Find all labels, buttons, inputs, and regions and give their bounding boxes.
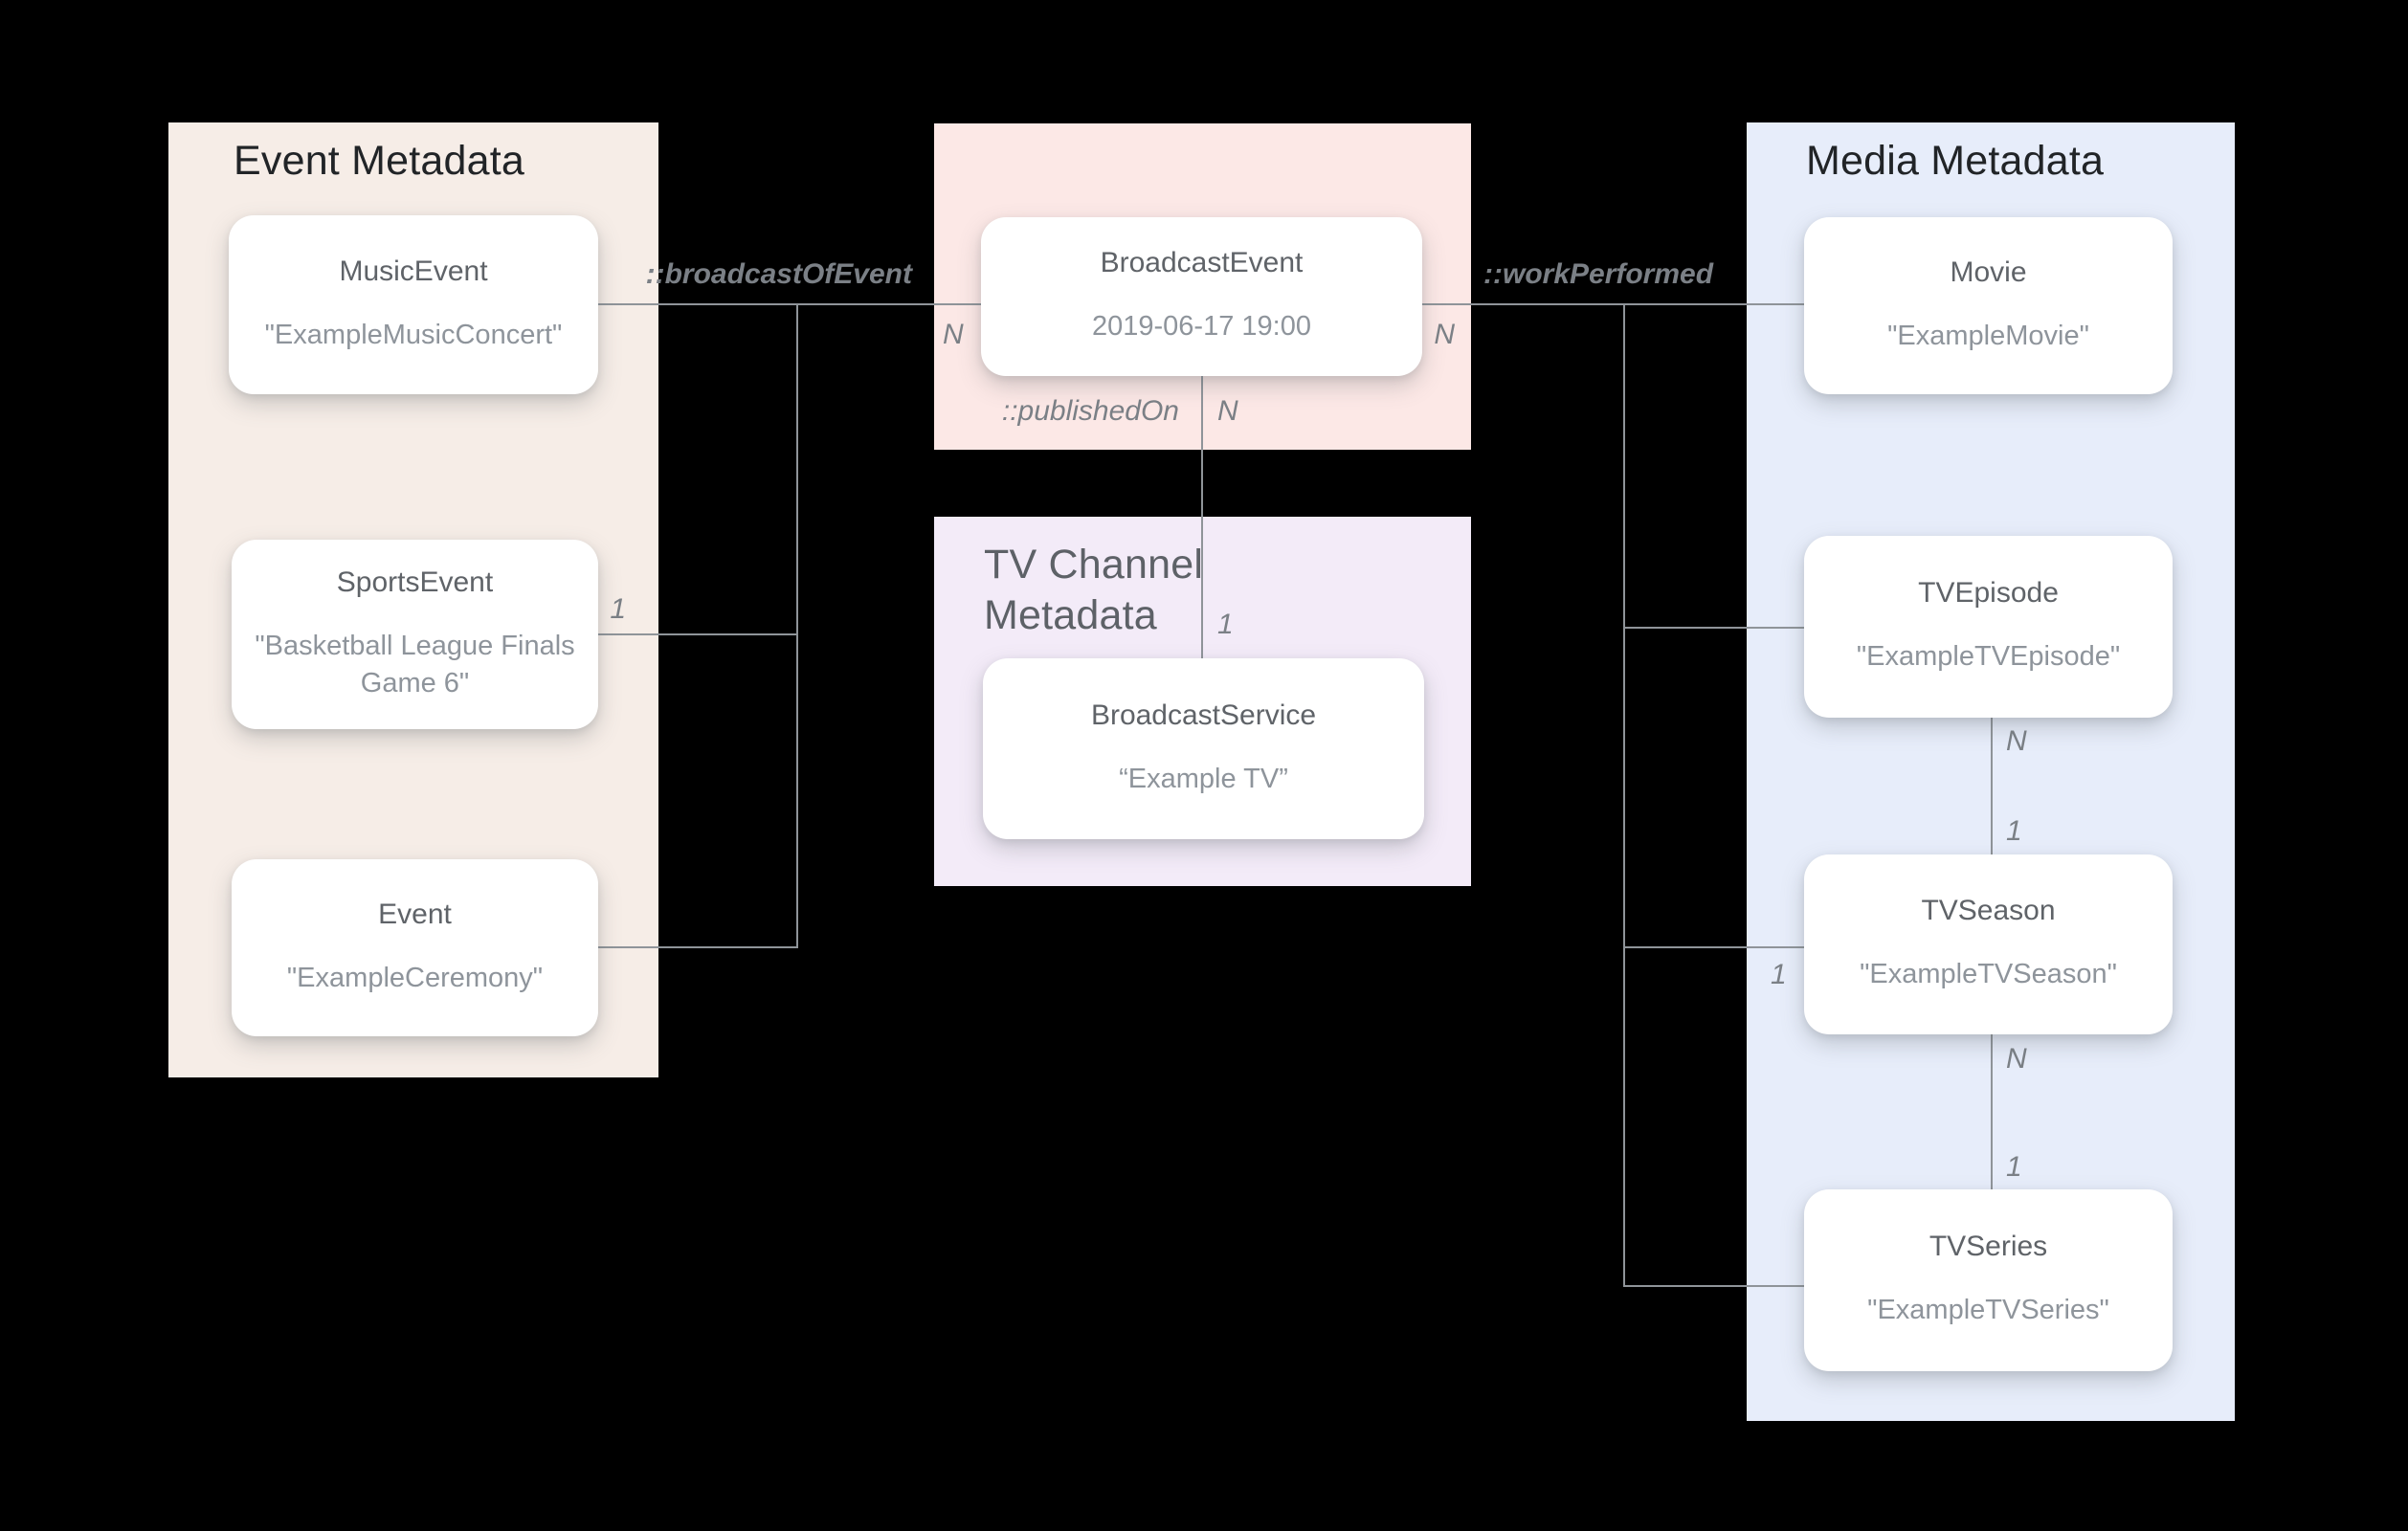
connector-musicevent-broadcastevent [598, 303, 981, 305]
connector-tvseason-tvseries [1991, 1034, 1993, 1189]
node-value: "ExampleMusicConcert" [264, 319, 563, 350]
node-movie: Movie "ExampleMovie" [1804, 217, 2173, 394]
connector-bus-tvseries [1623, 1285, 1804, 1287]
node-title: BroadcastService [1090, 699, 1317, 731]
connector-broadcastevent-broadcastservice [1201, 376, 1203, 658]
node-value: "ExampleTVEpisode" [1856, 641, 2121, 673]
cardinality-publishedon-1: 1 [1217, 609, 1234, 640]
node-music-event: MusicEvent "ExampleMusicConcert" [229, 215, 598, 394]
node-broadcast-event: BroadcastEvent 2019-06-17 19:00 [981, 217, 1422, 376]
node-title: Movie [1950, 255, 2027, 288]
node-title: TVEpisode [1918, 577, 2059, 610]
cardinality-sportsevent-1: 1 [610, 593, 626, 625]
label-published-on: ::publishedOn [1001, 395, 1179, 427]
media-metadata-title: Media Metadata [1806, 138, 2105, 184]
cardinality-publishedon-n: N [1217, 395, 1238, 427]
node-tv-episode: TVEpisode "ExampleTVEpisode" [1804, 536, 2173, 718]
connector-tvepisode-tvseason [1991, 718, 1993, 854]
connector-bus-tvseason [1623, 946, 1804, 948]
node-title: TVSeries [1929, 1231, 2048, 1263]
node-value: "ExampleTVSeries" [1867, 1295, 2109, 1326]
connector-broadcastevent-movie [1422, 303, 1804, 305]
node-title: MusicEvent [339, 255, 488, 287]
node-event: Event "ExampleCeremony" [232, 859, 598, 1036]
node-title: BroadcastEvent [1100, 247, 1304, 279]
node-value: "ExampleMovie" [1887, 320, 2089, 351]
node-value: “Example TV” [1119, 763, 1288, 794]
label-broadcast-of-event: ::broadcastOfEvent [645, 258, 912, 290]
node-value: "Basketball League Finals Game 6" [255, 630, 575, 699]
node-tv-season: TVSeason "ExampleTVSeason" [1804, 854, 2173, 1034]
node-title: Event [378, 898, 452, 930]
node-broadcast-service: BroadcastService “Example TV” [983, 658, 1424, 839]
cardinality-season-series-n: N [2006, 1043, 2027, 1075]
cardinality-season-series-1: 1 [2006, 1151, 2022, 1183]
tv-channel-metadata-title: TV Channel Metadata [984, 542, 1204, 639]
connector-left-vertical-bus [796, 303, 798, 948]
cardinality-episode-season-n: N [2006, 725, 2027, 757]
connector-event-bus [598, 946, 796, 948]
event-metadata-title: Event Metadata [234, 138, 524, 184]
cardinality-broadcastevent-left-n: N [943, 319, 964, 350]
cardinality-tvseason-1: 1 [1771, 959, 1787, 990]
node-value: 2019-06-17 19:00 [1092, 311, 1311, 343]
node-sports-event: SportsEvent "Basketball League Finals Ga… [232, 540, 598, 729]
connector-bus-tvepisode [1623, 627, 1804, 629]
node-title: TVSeason [1921, 895, 2056, 927]
node-value: "ExampleTVSeason" [1860, 959, 2117, 990]
cardinality-episode-season-1: 1 [2006, 815, 2022, 847]
node-value: "ExampleCeremony" [286, 962, 544, 993]
connector-right-vertical-bus [1623, 303, 1625, 1287]
connector-sportsevent-bus [598, 633, 796, 635]
label-work-performed: ::workPerformed [1483, 258, 1714, 290]
node-title: SportsEvent [336, 566, 494, 598]
node-tv-series: TVSeries "ExampleTVSeries" [1804, 1189, 2173, 1371]
cardinality-broadcastevent-right-n: N [1434, 319, 1455, 350]
